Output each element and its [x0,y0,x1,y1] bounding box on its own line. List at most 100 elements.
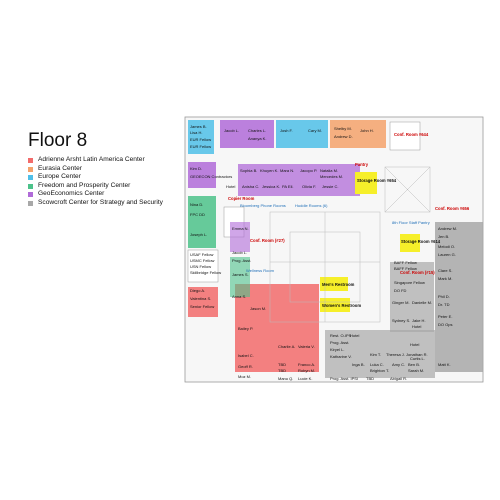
legend-swatch [28,175,33,181]
person-label: Senior Fellow [190,304,214,309]
person-label: Curtis L. [410,356,425,361]
person-label: Franco A. [298,362,315,367]
person-label: Olivia F. [302,184,316,189]
floor-title: Floor 8 [28,130,88,151]
room-label: Conf. Room (#15) [400,270,435,275]
person-label: Abigail R. [390,376,407,381]
person-label: Lauren G. [438,252,456,257]
person-label: Skillbridge Fellow [190,270,221,275]
person-label: Prog. Asst. [330,340,349,345]
person-label: Theresa J. [386,352,405,357]
room-label: Bloomberg Phone Rooms [240,203,286,208]
legend-item: Europe Center [28,173,178,182]
person-label: Mercedes M. [320,174,343,179]
person-label: Bailey P. [238,326,253,331]
person-label: Emma N. [232,226,249,231]
person-label: Hotel [412,324,421,329]
person-label: Kim T. [370,352,381,357]
legend-label: Europe Center [38,173,81,181]
room-label: Women's Restroom [322,303,361,308]
legend-item: Freedom and Prosperity Center [28,182,178,191]
person-label: Ananya K. [248,136,266,141]
person-label: Sydney S. [392,318,410,323]
person-label: Dr. TD [438,302,450,307]
person-label: Manu Q. [278,376,293,381]
person-label: BAFF Fellow [394,260,417,265]
person-label: Nina D. [190,202,203,207]
legend-swatch [28,200,33,206]
legend-item: Eurasia Center [28,165,178,174]
person-label: Geoff R. [238,364,253,369]
legend-label: Adrienne Arsht Latin America Center [38,156,145,163]
person-label: Prog. Asst. [232,258,251,263]
legend-label: Scowcroft Center for Strategy and Securi… [38,198,163,206]
person-label: USMC Fellow [190,258,215,263]
person-label: Luka C. [370,362,384,367]
person-label: USAF Fellow [190,252,213,257]
person-label: Prog. Asst. IPSI [330,376,358,381]
person-label: Mark M. [438,276,452,281]
person-label: PA Ell. [282,184,294,189]
legend-item: Adrienne Arsht Latin America Center [28,156,178,165]
person-label: Andrew M. [438,226,457,231]
person-label: Ginger M. [392,300,410,305]
person-label: Phil D. [438,294,450,299]
person-label: Lucie K. [298,376,312,381]
person-label: Andrew D. [334,134,353,139]
person-label: EUR Fellow [190,144,211,149]
legend-swatch [28,183,33,189]
person-label: Jessica K. [262,184,280,189]
person-label: Jacob L. [232,250,247,255]
person-label: Cary M. [308,128,322,133]
person-label: Diego A. [190,288,205,293]
legend-swatch [28,166,33,172]
person-label: Hotel [226,184,235,189]
legend-swatch [28,158,33,163]
legend-label: GeoEconomics Center [38,190,105,198]
person-label: Melodi O. [438,244,455,249]
person-label: Jonathan R. [406,352,428,357]
person-label: GEOECON Contractors [190,174,232,179]
room-label: Storage Room #614 [401,239,441,244]
person-label: DO FD [394,288,407,293]
person-label: Clare S. [438,268,452,273]
person-label: Amy C. [392,362,405,367]
person-label: Shelby M. [334,126,352,131]
person-label: Jacopo P. [300,168,317,173]
person-label: Sarah M. [408,368,424,373]
room-label: Huddle Rooms (6) [295,203,328,208]
person-label: Lisa H. [190,130,202,135]
person-label: Isabel C. [238,353,254,358]
person-label: Jessie C. [322,184,338,189]
person-label: Josh F. [280,128,293,133]
person-label: Danielle M. [412,300,432,305]
room-label: Copier Room [228,196,255,201]
person-label: Brighton T. [370,368,389,373]
person-label: Peter E. [438,314,452,319]
person-label: TBD [278,362,286,367]
person-label: Hotel [410,342,419,347]
person-label: Mara N. [280,168,294,173]
legend: Adrienne Arsht Latin America Center Eura… [28,156,178,208]
legend-label: Eurasia Center [38,164,82,172]
person-label: FPC DD [190,212,205,217]
person-label: Singapore Fellow [394,280,425,285]
room-label: Wellness Room [246,268,275,273]
person-label: Kim D. [190,166,202,171]
person-label: James S. [232,272,249,277]
person-label: Rest. O-IPS [330,333,352,338]
room-label: Conf. Room #644 [394,132,429,137]
person-label: Jacob L. [224,128,239,133]
person-label: Robyn M. [298,368,315,373]
room-label: Men's Restroom [322,282,355,287]
person-label: James B. [190,124,207,129]
person-label: Kiryel L. [330,347,344,352]
person-label: Inga B. [352,362,365,367]
person-label: Sophia B. [240,168,257,173]
person-label: Matt K. [438,362,451,367]
legend-label: Freedom and Prosperity Center [38,181,131,189]
person-label: TBD [278,368,286,373]
person-label: Natalia M. [320,168,338,173]
person-label: TBD [366,376,374,381]
person-label: EUR Fellow [190,137,211,142]
